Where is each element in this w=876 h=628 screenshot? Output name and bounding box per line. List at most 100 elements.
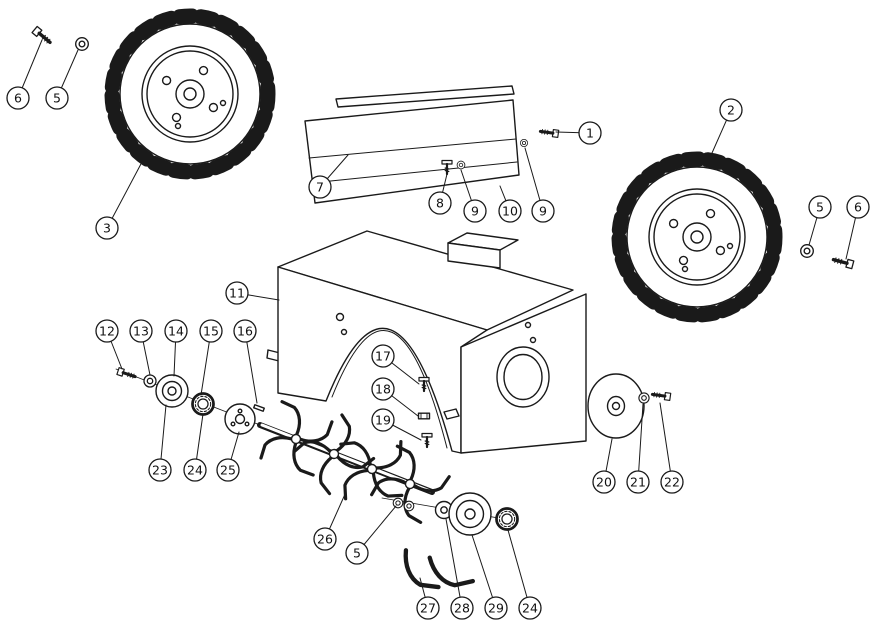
callout-leader-line bbox=[244, 330, 258, 404]
callout-6: 6 bbox=[845, 195, 870, 260]
callout-14: 14 bbox=[164, 319, 188, 377]
callout-leader-line bbox=[445, 518, 463, 609]
callout-circle bbox=[308, 175, 332, 199]
callout-number: 6 bbox=[14, 90, 22, 105]
hex-bolt bbox=[115, 366, 138, 382]
callout-circle bbox=[313, 527, 337, 551]
callout-number: 28 bbox=[454, 600, 470, 615]
hex-bolt bbox=[830, 254, 856, 271]
callout-3: 3 bbox=[95, 161, 143, 240]
callout-number: 9 bbox=[471, 203, 479, 218]
callout-number: 7 bbox=[316, 179, 324, 194]
flat-washer bbox=[456, 160, 466, 170]
callout-circle bbox=[199, 319, 223, 343]
callout-circle bbox=[183, 458, 207, 482]
callout-circle bbox=[626, 470, 650, 494]
callout-27: 27 bbox=[416, 577, 440, 620]
callout-23: 23 bbox=[148, 404, 172, 482]
wheel-hardware-left bbox=[30, 24, 90, 52]
callout-number: 11 bbox=[229, 285, 245, 300]
callout-circle bbox=[846, 195, 870, 219]
callout-number: 8 bbox=[436, 195, 444, 210]
callout-number: 20 bbox=[596, 474, 612, 489]
callout-circle bbox=[148, 458, 172, 482]
callout-13: 13 bbox=[129, 319, 153, 376]
flat-washer bbox=[519, 138, 529, 148]
callout-circle bbox=[450, 596, 474, 620]
callout-circle bbox=[719, 98, 743, 122]
callout-8: 8 bbox=[428, 173, 452, 215]
callout-number: 10 bbox=[502, 203, 518, 218]
callout-leader-line bbox=[507, 529, 531, 609]
output-hole-flange bbox=[496, 346, 550, 408]
callout-9: 9 bbox=[524, 147, 555, 223]
axle-parts-left bbox=[115, 366, 265, 435]
callout-circle bbox=[371, 377, 395, 401]
callout-circle bbox=[95, 216, 119, 240]
callout-11: 11 bbox=[225, 281, 280, 305]
drive-pulley bbox=[448, 492, 492, 536]
callout-number: 2 bbox=[727, 102, 735, 117]
callout-leader-line bbox=[471, 534, 497, 609]
loose-tines bbox=[404, 545, 473, 595]
callout-5: 5 bbox=[45, 49, 79, 110]
housing-hole bbox=[335, 312, 345, 322]
callout-10: 10 bbox=[498, 185, 522, 223]
callout-28: 28 bbox=[445, 518, 474, 620]
callout-circle bbox=[808, 195, 832, 219]
housing-fasteners bbox=[417, 376, 434, 449]
callout-number: 24 bbox=[187, 462, 203, 477]
callout-circle bbox=[498, 199, 522, 223]
housing-right-face bbox=[460, 293, 587, 454]
callout-2: 2 bbox=[711, 98, 743, 154]
mount-box-front bbox=[447, 242, 501, 269]
callout-number: 5 bbox=[816, 199, 824, 214]
callout-leader-line bbox=[106, 161, 143, 229]
callout-5: 5 bbox=[808, 195, 832, 246]
callout-24: 24 bbox=[183, 413, 207, 482]
blade-fold-line bbox=[308, 138, 517, 159]
arch-inner-edge bbox=[331, 330, 448, 449]
output-hole bbox=[503, 353, 543, 401]
callout-circle bbox=[225, 281, 249, 305]
side-disc bbox=[587, 373, 645, 439]
shaft-pin bbox=[253, 404, 265, 412]
housing-hole bbox=[340, 328, 348, 336]
hex-bolt bbox=[650, 389, 673, 402]
callout-circle bbox=[416, 596, 440, 620]
right-wheel bbox=[619, 159, 775, 315]
housing-hole bbox=[529, 336, 537, 344]
callout-circle bbox=[463, 199, 487, 223]
ball-bearing bbox=[495, 507, 519, 531]
callout-circle bbox=[371, 344, 395, 368]
callout-19: 19 bbox=[371, 408, 422, 441]
housing-hole bbox=[524, 321, 532, 329]
callout-circle bbox=[660, 470, 684, 494]
callout-circle bbox=[129, 319, 153, 343]
housing-bottom-tab bbox=[443, 408, 460, 420]
callout-leader-line bbox=[659, 402, 673, 483]
blade-strip bbox=[335, 85, 515, 108]
callout-number: 12 bbox=[99, 323, 115, 338]
callout-number: 27 bbox=[420, 600, 436, 615]
drive-hub bbox=[155, 374, 189, 408]
tine-shaft-assembly bbox=[257, 399, 454, 528]
callout-20: 20 bbox=[592, 438, 616, 494]
flat-washer bbox=[143, 374, 157, 388]
callout-circle bbox=[578, 121, 602, 145]
scraper-blade bbox=[304, 85, 520, 204]
callout-number: 5 bbox=[353, 545, 361, 560]
callout-16: 16 bbox=[233, 319, 258, 404]
main-housing bbox=[266, 230, 587, 454]
callout-25: 25 bbox=[216, 431, 240, 482]
callout-number: 17 bbox=[375, 348, 391, 363]
callout-circle bbox=[345, 541, 369, 565]
callout-circle bbox=[484, 596, 508, 620]
callout-21: 21 bbox=[626, 403, 650, 494]
callout-number: 15 bbox=[203, 323, 219, 338]
hex-nut bbox=[417, 412, 431, 420]
callout-circle bbox=[45, 86, 69, 110]
blade-fold-line bbox=[310, 161, 518, 184]
